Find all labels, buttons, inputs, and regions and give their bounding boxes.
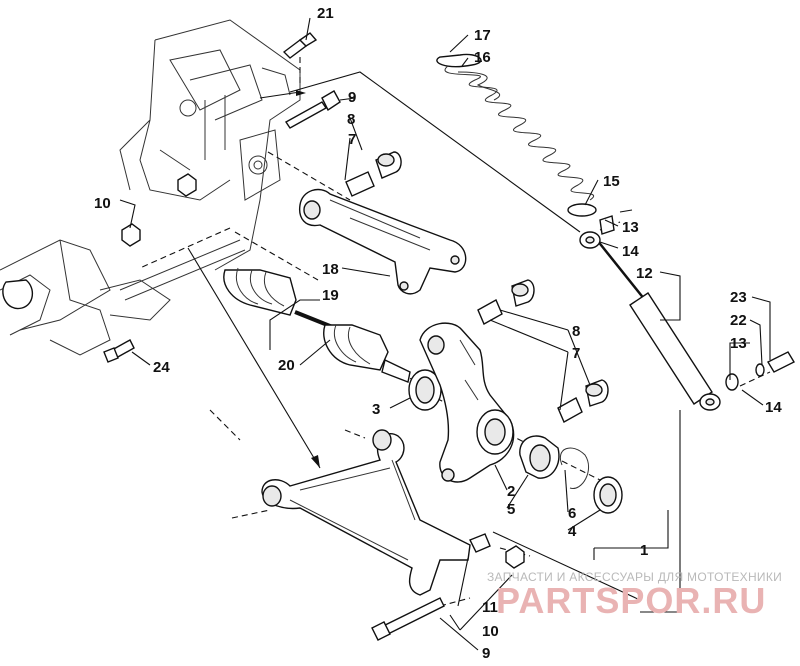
callout-17: 17 [474, 27, 491, 44]
callout-12: 12 [636, 265, 653, 282]
callout-22: 22 [730, 312, 747, 329]
callout-23: 23 [730, 289, 747, 306]
callout-2: 2 [507, 483, 515, 500]
callout-19: 19 [322, 287, 339, 304]
callout-14b: 14 [765, 399, 782, 416]
bushings-upper [345, 151, 402, 197]
callout-8b: 8 [572, 323, 580, 340]
callout-9: 9 [348, 89, 356, 106]
shock-absorber [579, 209, 721, 411]
torque-link [298, 188, 467, 295]
assembly-lines [187, 71, 681, 613]
shock-hardware-right [725, 351, 795, 391]
bearing-set [519, 435, 623, 514]
callout-5: 5 [507, 501, 515, 518]
callout-10: 10 [94, 195, 111, 212]
callout-13b: 13 [730, 335, 747, 352]
callout-leaders [119, 17, 771, 651]
callout-numbers: 21 9 8 7 10 17 16 15 13 14 12 18 19 20 3… [94, 5, 782, 662]
frame-sketch [119, 19, 301, 271]
callout-3: 3 [372, 401, 380, 418]
callout-1: 1 [640, 542, 648, 559]
callout-18: 18 [322, 261, 339, 278]
seal-3 [408, 369, 442, 411]
coil-spring [436, 53, 597, 217]
callout-10b: 10 [482, 623, 499, 640]
callout-21: 21 [317, 5, 334, 22]
callout-13: 13 [622, 219, 639, 236]
lower-hardware [371, 533, 525, 641]
knuckle [419, 322, 515, 483]
watermark-logo: PARTSPOR.RU [496, 580, 767, 621]
nut-10-left [121, 173, 197, 247]
bolt-9-upper [284, 90, 341, 129]
callout-4: 4 [568, 523, 577, 540]
bushings-right [477, 279, 609, 423]
drive-shaft [223, 267, 411, 383]
bolt-21 [282, 32, 318, 59]
callout-7b: 7 [572, 345, 580, 362]
callout-14: 14 [622, 243, 639, 260]
callout-9b: 9 [482, 645, 490, 662]
callout-11: 11 [482, 599, 498, 616]
bolt-24 [103, 339, 135, 363]
callout-16: 16 [474, 49, 491, 66]
callout-20: 20 [278, 357, 295, 374]
callout-7: 7 [348, 131, 356, 148]
callout-15: 15 [603, 173, 620, 190]
callout-24: 24 [153, 359, 170, 376]
a-arm [261, 429, 471, 596]
callout-8: 8 [347, 111, 355, 128]
callout-6: 6 [568, 505, 576, 522]
watermark-tagline: ЗАПЧАСТИ И АКСЕССУАРЫ ДЛЯ МОТОТЕХНИКИ [487, 570, 783, 584]
frame-lower-left [0, 239, 246, 356]
